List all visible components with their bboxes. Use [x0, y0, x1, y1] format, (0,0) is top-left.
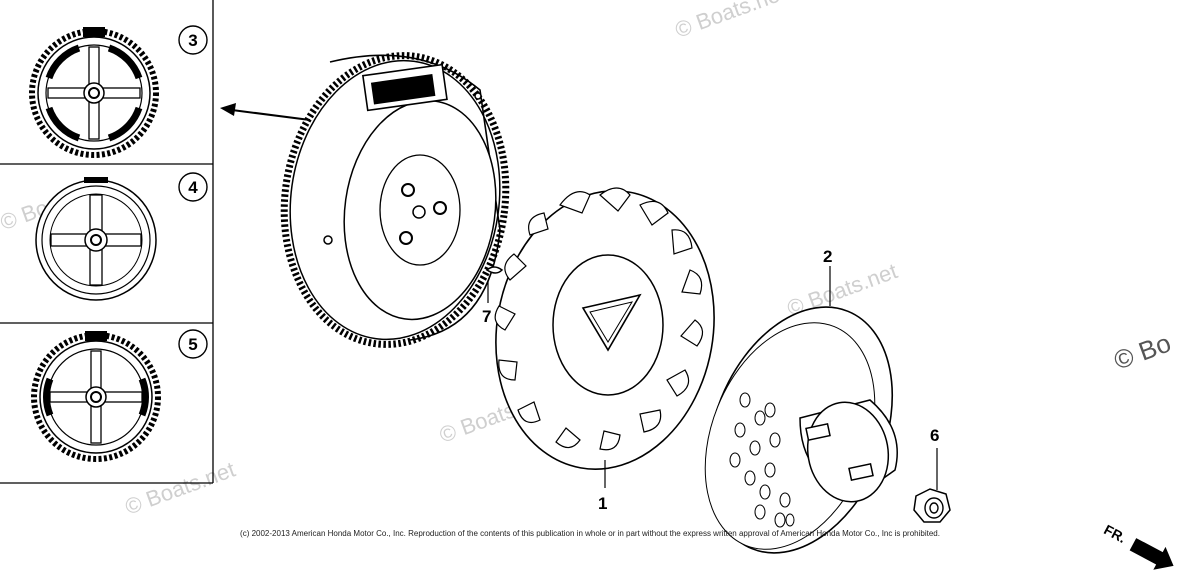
front-direction-indicator: FR. [1101, 521, 1174, 570]
callout-3: 3 [178, 25, 208, 55]
callout-1: 1 [598, 494, 607, 513]
flywheel-variant-4 [35, 177, 157, 301]
flywheel [280, 52, 510, 348]
callout-6: 6 [930, 426, 939, 445]
watermark: © Boats.net [122, 457, 239, 520]
callout-4: 4 [178, 172, 208, 202]
flange-nut [913, 448, 951, 523]
callout-7: 7 [482, 307, 491, 326]
key [485, 266, 504, 303]
svg-text:3: 3 [188, 31, 197, 50]
variant-panel [0, 0, 214, 484]
copyright-notice: (c) 2002-2013 American Honda Motor Co., … [240, 529, 940, 538]
svg-text:4: 4 [188, 178, 198, 197]
starter-pulley [704, 266, 898, 554]
flywheel-variant-5 [31, 331, 161, 462]
callout-2: 2 [823, 247, 832, 266]
callout-5: 5 [178, 329, 208, 359]
watermark: © Boats.net [672, 0, 789, 43]
watermark: © Bo [1110, 328, 1175, 376]
variant-arrow [220, 103, 311, 121]
svg-text:5: 5 [188, 335, 197, 354]
flywheel-variant-3 [29, 27, 159, 158]
cooling-fan [494, 187, 715, 488]
